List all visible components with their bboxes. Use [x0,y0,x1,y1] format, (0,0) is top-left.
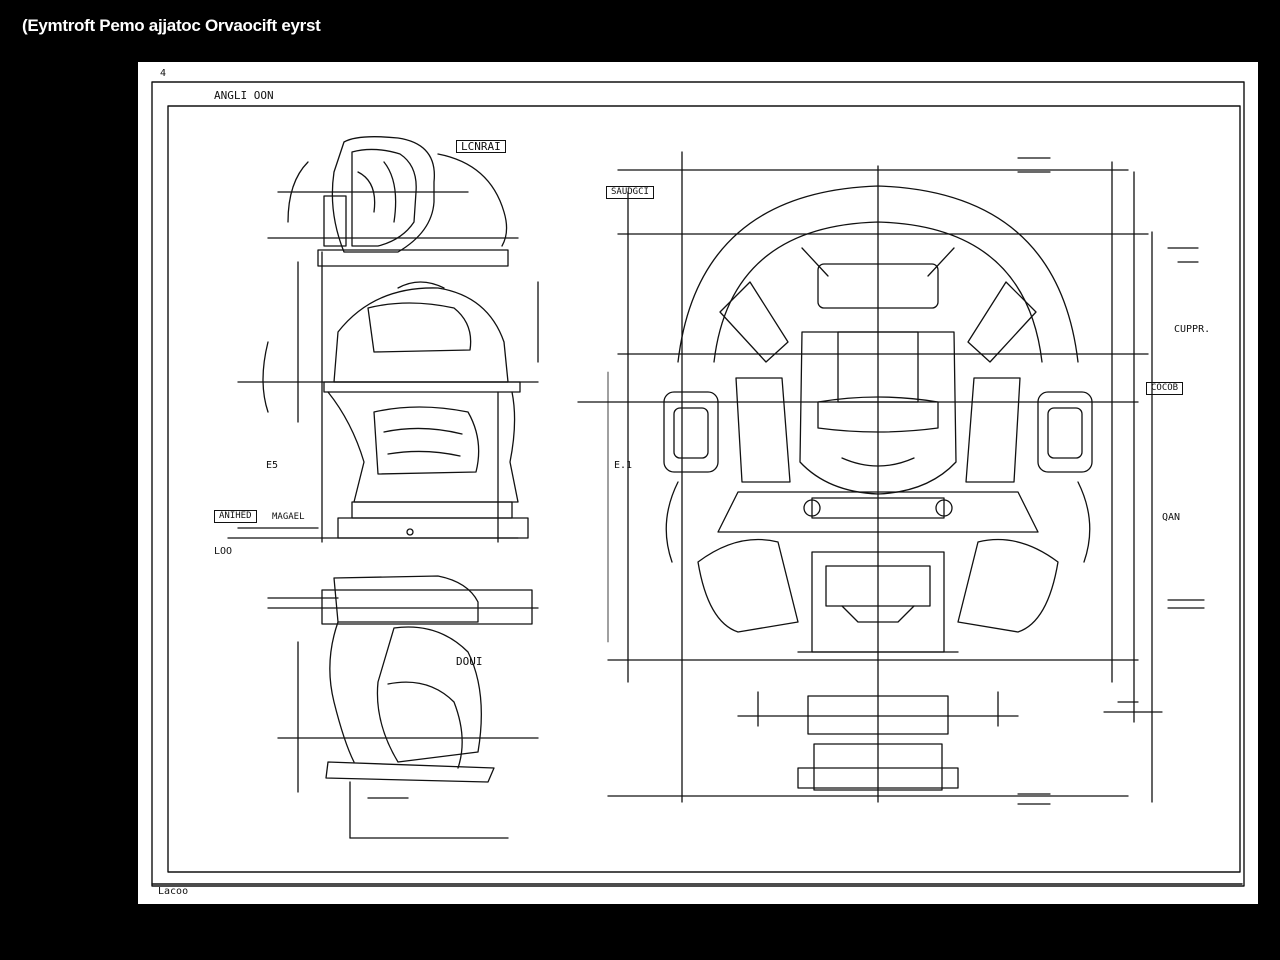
front-left-mid-label: E.1 [614,460,633,471]
front-right-label-b: COCOB [1146,382,1184,395]
side-view-upper [227,136,539,543]
front-top-left-label: SAUDGCI [606,186,654,199]
header-label: ANGLI OON [214,89,274,102]
side-top-box-label: LCNRAI [456,140,506,153]
side-view-label: DOUI [456,655,483,668]
front-view [577,151,1153,803]
front-right-label-a: CUPPR. [1174,324,1211,335]
front-right-label-c: QAN [1162,512,1181,523]
side-left-label-b: MAGAEL [272,512,305,522]
corner-mark: 4 [160,68,167,79]
side-left-label-d: E5 [266,460,279,471]
dimension-marks [1017,157,1205,805]
side-left-label-c: LOO [214,546,233,557]
outer-frame [151,81,1245,887]
window-title: (Eymtroft Pemo ajjatoc Orvaocift eyrst [22,16,321,35]
side-left-label-a: ANIHED [214,510,257,523]
side-view-lower [267,575,539,839]
technical-drawing [151,81,1245,887]
drawing-sheet: 4 ANGLI OON Lacoo LCNRAI DOUI ANIHED MAG… [138,62,1258,904]
inner-frame [167,105,1241,873]
footer-label: Lacoo [158,886,189,897]
